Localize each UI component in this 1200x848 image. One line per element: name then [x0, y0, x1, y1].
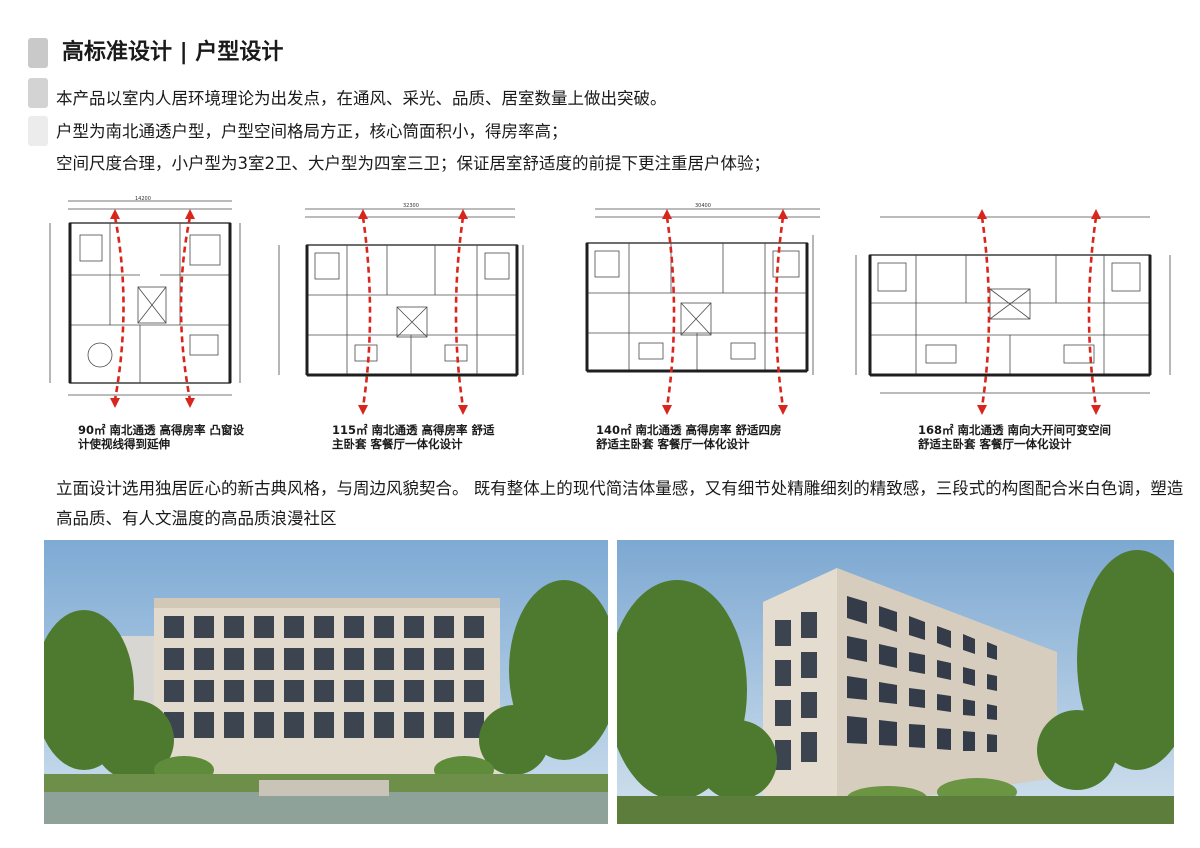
floor-plans: 14200 90㎡ 南北通透 高得房率 凸窗设 计使视线得到延伸 — [40, 195, 1180, 455]
plan-caption-168: 168㎡ 南北通透 南向大开间可变空间 舒适主卧套 客餐厅一体化设计 — [918, 423, 1111, 451]
floor-plan-90: 14200 — [40, 195, 250, 410]
rendering-perspective — [617, 540, 1174, 824]
bullet-marker-2 — [28, 116, 48, 146]
plan-caption-168-line1: 168㎡ 南北通透 南向大开间可变空间 — [918, 423, 1112, 437]
intro-line-1: 本产品以室内人居环境理论为出发点，在通风、采光、品质、居室数量上做出突破。 — [56, 89, 667, 108]
title-marker — [28, 38, 48, 68]
floor-plan-115: 32300 — [265, 195, 530, 420]
rendering-front-elevation — [44, 540, 608, 824]
intro-line-2: 户型为南北通透户型，户型空间格局方正，核心筒面积小，得房率高； — [56, 122, 568, 141]
plan-caption-90: 90㎡ 南北通透 高得房率 凸窗设 计使视线得到延伸 — [78, 423, 244, 451]
plan-caption-115-line2: 主卧套 客餐厅一体化设计 — [332, 437, 463, 451]
plan-caption-140: 140㎡ 南北通透 高得房率 舒适四房 舒适主卧套 客餐厅一体化设计 — [596, 423, 782, 451]
plan-caption-140-line2: 舒适主卧套 客餐厅一体化设计 — [596, 437, 750, 451]
intro-line-3: 空间尺度合理，小户型为3室2卫、大户型为四室三卫；保证居室舒适度的前提下更注重居… — [56, 154, 770, 173]
facade-description: 立面设计选用独居匠心的新古典风格，与周边风貌契合。 既有整体上的现代简洁体量感，… — [56, 479, 1184, 528]
plan1-width-label: 14200 — [135, 196, 151, 202]
plan-caption-168-line2: 舒适主卧套 客餐厅一体化设计 — [918, 437, 1072, 451]
plan-caption-90-line2: 计使视线得到延伸 — [78, 437, 170, 451]
floor-plan-168 — [850, 195, 1180, 420]
plan3-width-label: 30400 — [695, 203, 711, 209]
plan-caption-140-line1: 140㎡ 南北通透 高得房率 舒适四房 — [596, 423, 782, 437]
bullet-marker-1 — [28, 78, 48, 108]
plan-caption-115-line1: 115㎡ 南北通透 高得房率 舒适 — [332, 423, 495, 437]
floor-plan-140: 30400 — [575, 195, 840, 420]
page-title: 高标准设计 | 户型设计 — [62, 40, 284, 65]
plan2-width-label: 32300 — [403, 203, 419, 209]
plan-caption-115: 115㎡ 南北通透 高得房率 舒适 主卧套 客餐厅一体化设计 — [332, 423, 495, 451]
plan-caption-90-line1: 90㎡ 南北通透 高得房率 凸窗设 — [78, 423, 245, 437]
